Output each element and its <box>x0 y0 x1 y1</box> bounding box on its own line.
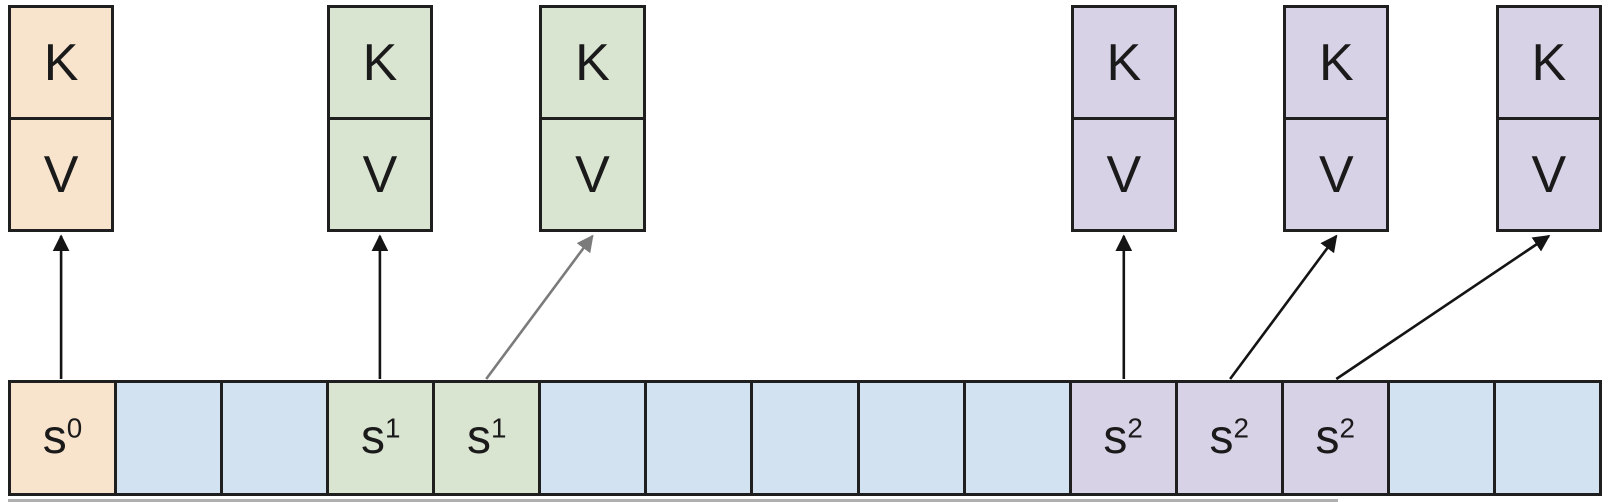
cache-slot-11: s2 <box>1071 383 1178 493</box>
cache-slot-5: s1 <box>435 383 542 493</box>
sequence-index: 2 <box>1339 412 1356 444</box>
value-label: V <box>43 145 79 204</box>
cache-slot-2 <box>117 383 224 493</box>
key-label: K <box>1531 33 1567 92</box>
value-label: V <box>1106 145 1142 204</box>
cache-slot-1: s0 <box>11 383 118 493</box>
cache-slot-9 <box>859 383 966 493</box>
cache-slot-15 <box>1495 383 1599 493</box>
kv-block-s2-a: K V <box>1070 5 1177 232</box>
kv-block-s1-a: K V <box>326 5 434 232</box>
cropped-edge-artifact <box>8 499 1338 502</box>
key-cell: K <box>329 8 431 120</box>
value-label: V <box>362 145 398 204</box>
value-cell: V <box>1499 120 1599 229</box>
kv-block-s1-b: K V <box>539 5 646 232</box>
value-label: V <box>1531 145 1567 204</box>
value-label: V <box>575 145 610 204</box>
key-label: K <box>1318 33 1354 92</box>
cache-slot-6 <box>541 383 648 493</box>
slot-label: s1 <box>467 414 506 462</box>
sequence-index: 2 <box>1127 412 1143 444</box>
cache-slot-13: s2 <box>1283 383 1390 493</box>
kv-block-s0-a: K V <box>8 5 115 232</box>
slot-label: s2 <box>1103 414 1142 462</box>
sequence-symbol: s <box>42 411 67 464</box>
key-label: K <box>43 33 79 92</box>
key-cell: K <box>542 8 643 120</box>
slot-label: s1 <box>361 414 400 462</box>
cache-slot-3 <box>223 383 330 493</box>
key-label: K <box>1106 33 1142 92</box>
sequence-symbol: s <box>1315 411 1340 464</box>
sequence-symbol: s <box>1103 411 1128 464</box>
cache-slot-10 <box>965 383 1072 493</box>
key-cell: K <box>1498 8 1599 120</box>
value-cell: V <box>1286 120 1386 229</box>
value-cell: V <box>542 120 642 229</box>
sequence-index: 1 <box>491 412 507 444</box>
kv-block-s2-b: K V <box>1283 5 1390 232</box>
value-label: V <box>1318 145 1354 204</box>
cache-slot-row: s0 s1 s1 s2 s2 s2 <box>8 380 1602 496</box>
slot-label: s2 <box>1316 414 1355 462</box>
value-cell: V <box>11 120 111 229</box>
sequence-index: 0 <box>66 412 83 444</box>
mapping-arrow-cell12 <box>1229 234 1338 380</box>
sequence-symbol: s <box>360 411 385 464</box>
key-label: K <box>362 33 398 92</box>
key-cell: K <box>1073 8 1174 120</box>
key-cell: K <box>1286 8 1387 120</box>
sequence-symbol: s <box>1209 411 1234 464</box>
sequence-symbol: s <box>467 411 492 464</box>
cache-slot-7 <box>647 383 754 493</box>
cache-slot-12: s2 <box>1177 383 1284 493</box>
sequence-index: 2 <box>1233 412 1249 444</box>
key-cell: K <box>11 8 112 120</box>
mapping-arrow-cell13 <box>1335 234 1551 381</box>
cache-slot-14 <box>1389 383 1496 493</box>
cache-slot-8 <box>753 383 860 493</box>
value-cell: V <box>330 120 430 229</box>
slot-label: s0 <box>43 414 82 462</box>
sequence-index: 1 <box>384 412 401 444</box>
value-cell: V <box>1074 120 1174 229</box>
kv-block-s2-c: K V <box>1495 5 1602 232</box>
cache-slot-4: s1 <box>329 383 436 493</box>
mapping-arrow-cell5 <box>485 234 594 380</box>
slot-label: s2 <box>1209 414 1248 462</box>
key-label: K <box>575 33 610 92</box>
